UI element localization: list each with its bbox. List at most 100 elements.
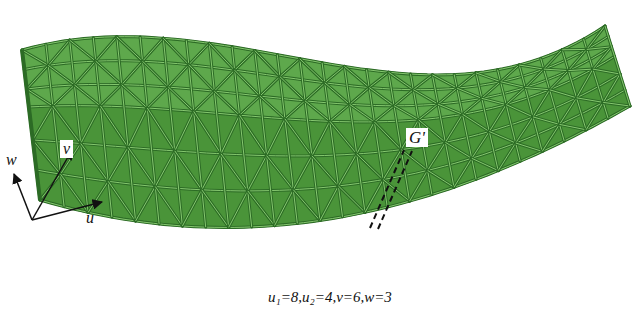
strut-highlight bbox=[267, 119, 285, 156]
lattice-strut bbox=[516, 143, 543, 151]
strut-highlight bbox=[560, 124, 587, 129]
lattice-strut bbox=[53, 85, 75, 106]
lattice-strut bbox=[482, 98, 507, 104]
strut-highlight bbox=[305, 83, 325, 101]
lattice-strut bbox=[27, 89, 53, 106]
strut-highlight bbox=[70, 40, 88, 212]
lattice-strut bbox=[498, 143, 516, 171]
strut-highlight bbox=[155, 151, 175, 187]
lattice-strut bbox=[438, 104, 463, 114]
lattice-strut bbox=[445, 114, 462, 142]
strut-highlight bbox=[603, 74, 620, 102]
strut-highlight bbox=[562, 49, 587, 50]
strut-highlight bbox=[357, 122, 375, 154]
lattice-strut bbox=[320, 186, 338, 221]
lattice-strut bbox=[108, 147, 128, 181]
lattice-strut bbox=[27, 47, 612, 106]
strut-highlight bbox=[140, 37, 159, 224]
section-label: G' bbox=[406, 128, 428, 147]
section-line bbox=[370, 150, 412, 229]
lattice-strut bbox=[275, 190, 294, 226]
strut-highlight bbox=[533, 90, 550, 117]
strut-highlight bbox=[33, 106, 53, 140]
lattice-strut bbox=[472, 132, 490, 159]
lattice-strut bbox=[300, 59, 320, 221]
lattice-strut bbox=[136, 187, 156, 222]
lattice-strut bbox=[24, 36, 608, 89]
strut-highlight bbox=[603, 102, 630, 106]
lattice-strut bbox=[501, 65, 520, 82]
strut-highlight bbox=[438, 88, 457, 104]
lattice-strut bbox=[209, 43, 228, 227]
lattice-strut bbox=[457, 73, 476, 88]
strut-highlight bbox=[476, 73, 501, 82]
strut-highlight bbox=[544, 69, 569, 71]
lattice-strut bbox=[367, 70, 388, 207]
lattice-strut bbox=[560, 98, 577, 125]
strut-highlight bbox=[27, 89, 53, 106]
strut-highlight bbox=[542, 124, 559, 151]
strut-highlight bbox=[394, 90, 413, 106]
strut-highlight bbox=[369, 72, 388, 87]
lattice-strut bbox=[438, 88, 457, 104]
strut-highlight bbox=[568, 69, 593, 71]
strut-highlight bbox=[280, 59, 300, 77]
lattice-strut bbox=[293, 156, 312, 190]
strut-highlight bbox=[367, 70, 388, 207]
lattice-strut bbox=[117, 37, 143, 62]
lattice-strut bbox=[562, 48, 587, 51]
dimension-note: u₁=8,u₂=4,v=6,w=3 bbox=[268, 290, 392, 305]
lattice-strut bbox=[147, 87, 168, 108]
strut-highlight bbox=[143, 38, 164, 61]
strut-highlight bbox=[322, 63, 342, 217]
lattice-strut bbox=[419, 104, 438, 120]
lattice-strut bbox=[221, 115, 240, 154]
lattice-strut bbox=[186, 40, 205, 227]
strut-highlight bbox=[128, 108, 147, 147]
lattice-strut bbox=[457, 88, 482, 98]
lattice-strut bbox=[525, 69, 544, 87]
strut-highlight bbox=[255, 51, 275, 226]
lattice-strut bbox=[489, 105, 506, 132]
strut-highlight bbox=[186, 40, 205, 227]
strut-highlight bbox=[498, 143, 516, 171]
lattice-strut bbox=[584, 39, 609, 118]
strut-highlight bbox=[143, 61, 169, 87]
lattice-strut bbox=[163, 38, 182, 226]
lattice-strut bbox=[519, 65, 544, 69]
lattice-strut bbox=[33, 106, 53, 140]
lattice-strut bbox=[48, 40, 69, 65]
strut-highlight bbox=[93, 38, 112, 217]
lattice-strut bbox=[100, 85, 121, 106]
lattice-strut bbox=[544, 50, 562, 69]
strut-highlight bbox=[163, 38, 182, 226]
lattice-strut bbox=[603, 102, 630, 106]
strut-highlight bbox=[108, 147, 128, 181]
lattice-strut bbox=[240, 96, 260, 115]
lattice-strut bbox=[202, 154, 221, 190]
lattice-strut bbox=[305, 83, 325, 101]
strut-highlight bbox=[117, 37, 136, 221]
strut-highlight bbox=[438, 104, 463, 114]
strut-highlight bbox=[519, 65, 544, 69]
strut-highlight bbox=[584, 39, 609, 118]
lattice-strut bbox=[344, 66, 365, 212]
strut-highlight bbox=[489, 105, 506, 132]
strut-highlight bbox=[214, 91, 239, 115]
strut-highlight bbox=[516, 117, 533, 143]
strut-highlight bbox=[81, 106, 101, 144]
lattice-strut bbox=[394, 106, 419, 120]
strut-highlight bbox=[75, 85, 101, 106]
strut-highlight bbox=[550, 90, 577, 98]
lattice-strut bbox=[75, 85, 101, 106]
lattice-beam bbox=[22, 26, 630, 227]
strut-highlight bbox=[70, 40, 96, 61]
lattice-strut bbox=[525, 88, 550, 90]
strut-highlight bbox=[75, 61, 96, 85]
lattice-strut bbox=[75, 61, 96, 85]
lattice-strut bbox=[568, 69, 593, 71]
strut-highlight bbox=[240, 96, 260, 115]
strut-highlight bbox=[338, 154, 356, 186]
lattice-strut bbox=[143, 38, 164, 61]
